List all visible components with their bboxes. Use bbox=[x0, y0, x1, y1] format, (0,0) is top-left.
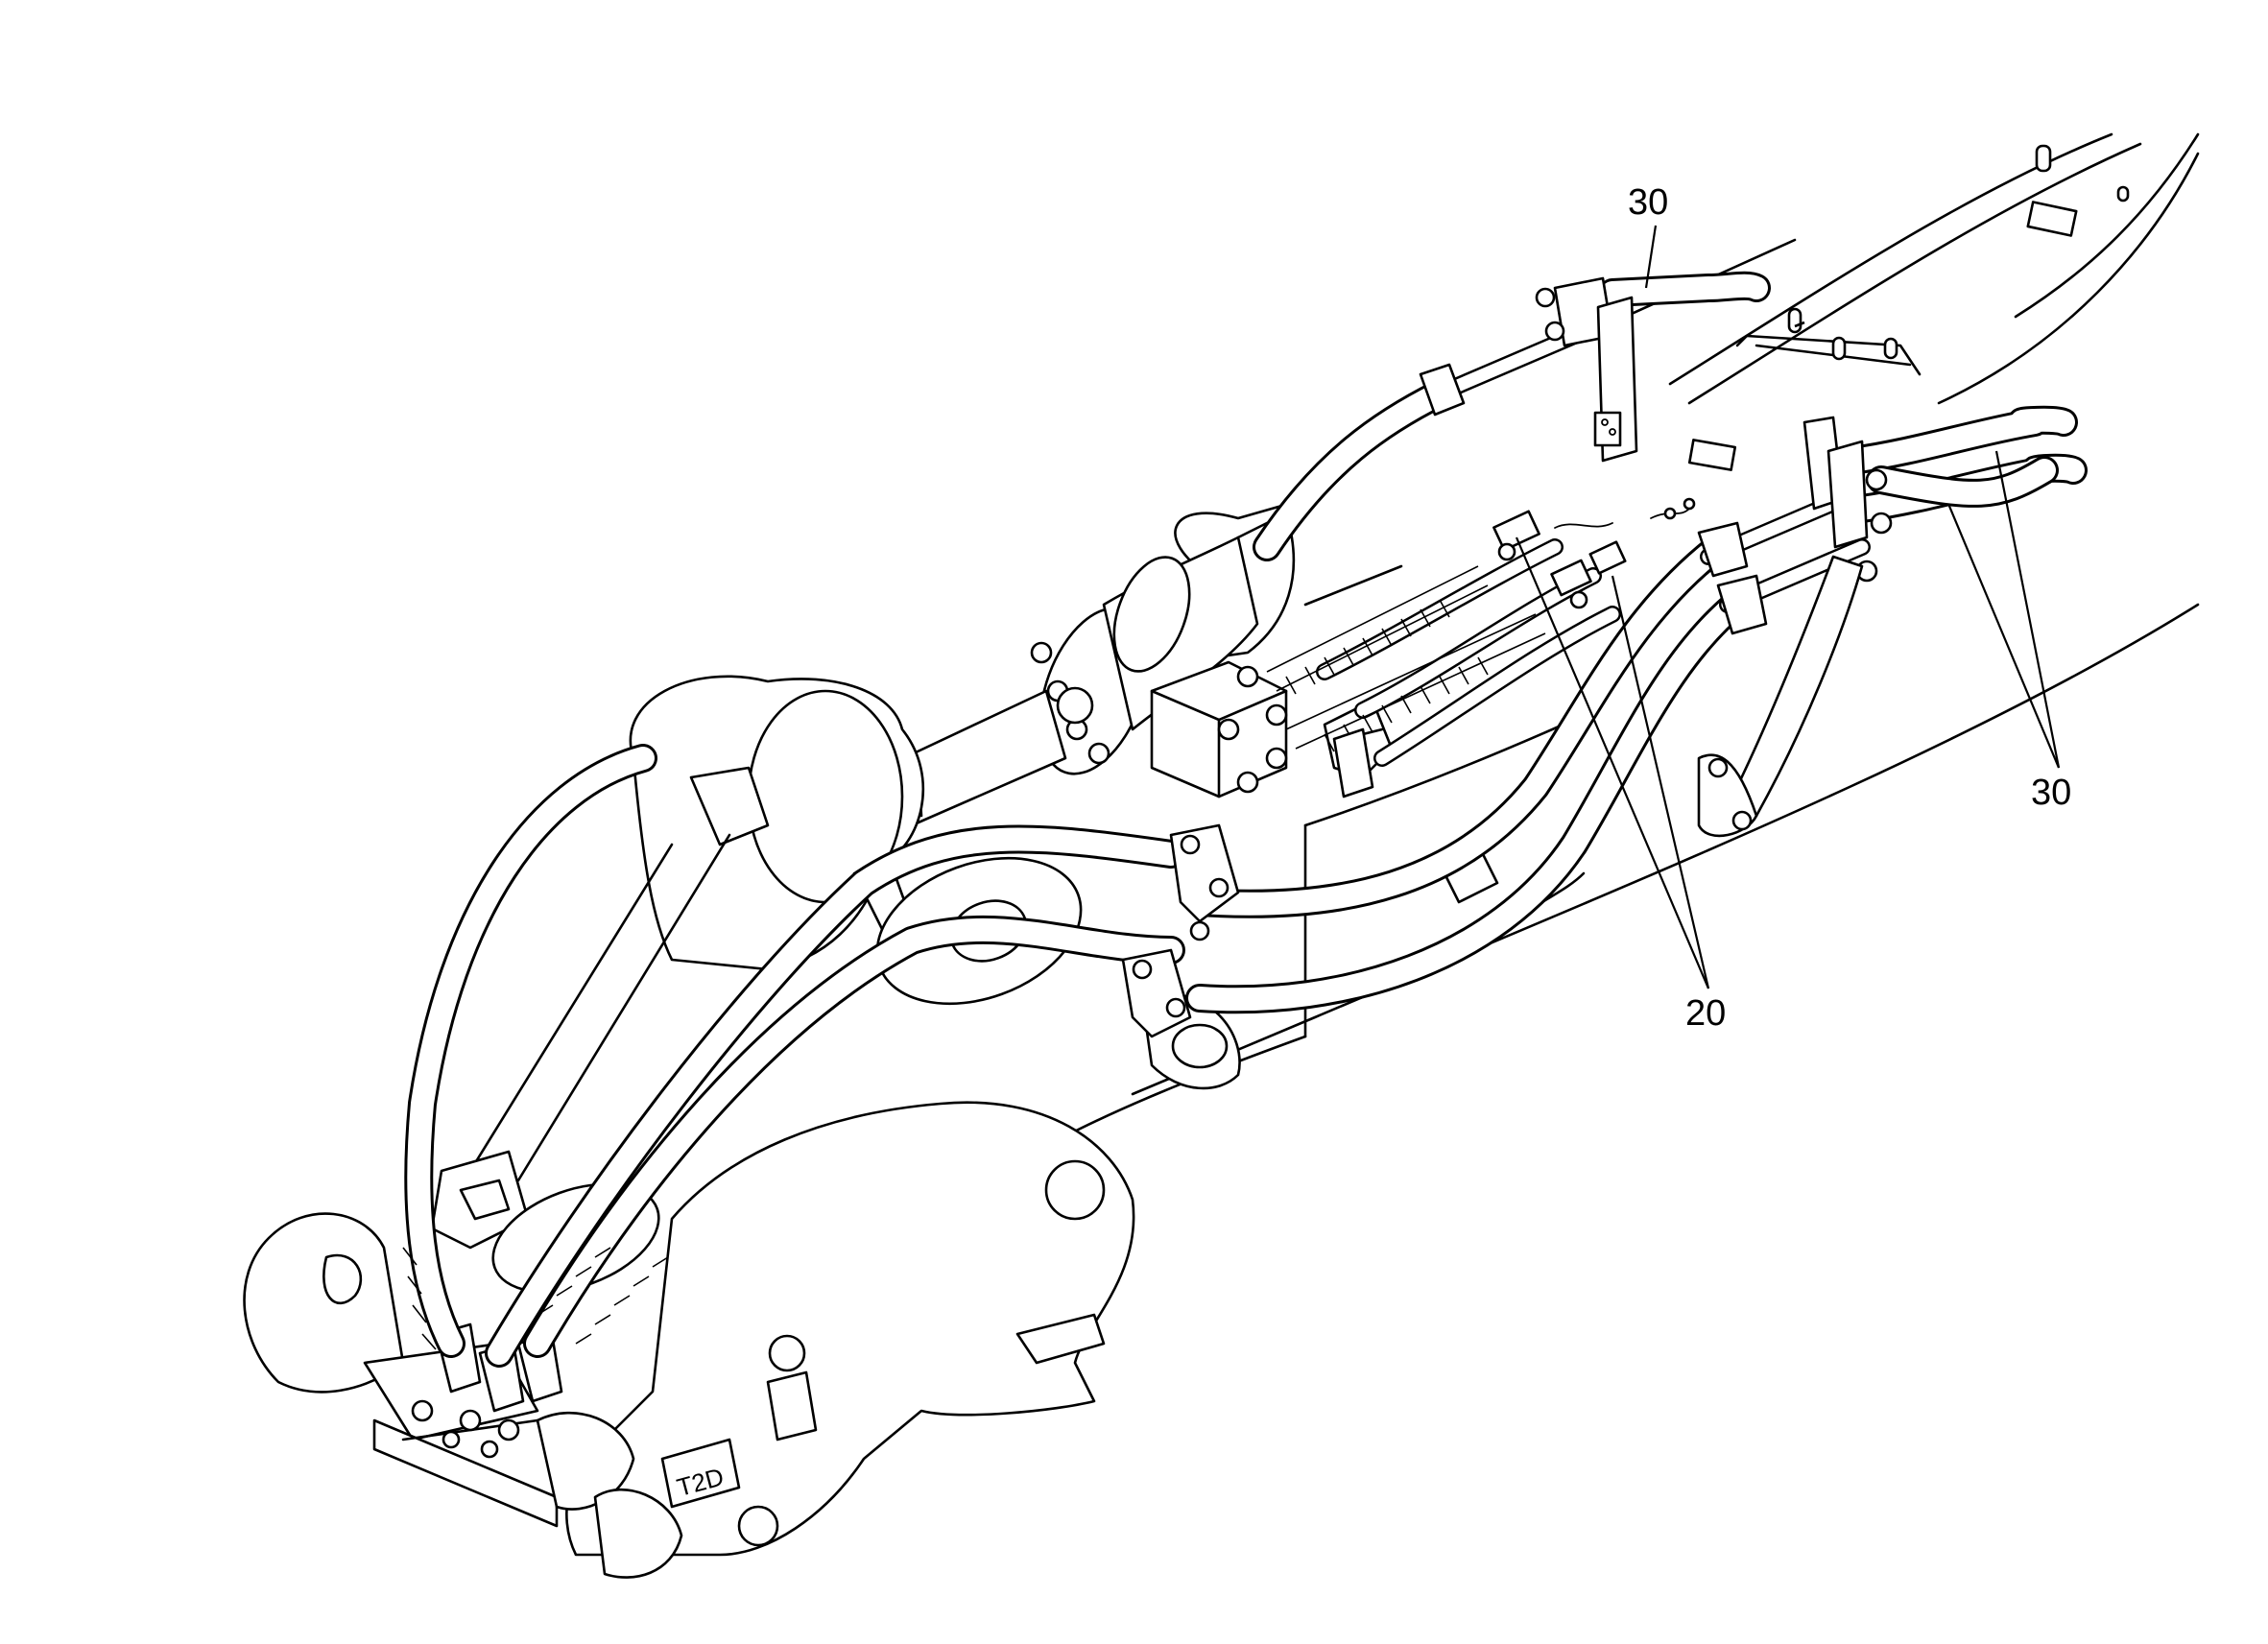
hydraulic-cylinder bbox=[843, 497, 1403, 827]
leader-line-30-right-b bbox=[1946, 503, 2061, 769]
tube-clamps bbox=[1121, 276, 1893, 1038]
boom-arm bbox=[1035, 132, 2200, 1154]
hose-nut-fittings bbox=[1419, 321, 1805, 635]
callout-20: 20 bbox=[1515, 536, 1726, 1034]
coupler-fittings bbox=[411, 1322, 563, 1459]
leader-line-20-a bbox=[1515, 536, 1710, 989]
hydraulic-hoses bbox=[404, 271, 2088, 1368]
braided-hoses bbox=[402, 565, 1546, 1350]
callout-30-right: 30 bbox=[1946, 450, 2071, 813]
callout-label-20: 20 bbox=[1685, 993, 1726, 1034]
leader-line-30-top bbox=[1644, 225, 1658, 289]
boom-pins bbox=[1787, 144, 2130, 361]
leader-line-20-b bbox=[1611, 575, 1710, 989]
fittings-cluster bbox=[1492, 497, 1696, 609]
callout-30-top: 30 bbox=[1628, 182, 1668, 289]
callout-label-30-right: 30 bbox=[2031, 773, 2071, 813]
coupler-assembly: T2D bbox=[243, 675, 1241, 1579]
leader-line-30-right-a bbox=[1994, 450, 2061, 769]
coupler-id-plate: T2D bbox=[660, 1438, 741, 1509]
callout-label-30-top: 30 bbox=[1628, 182, 1668, 223]
